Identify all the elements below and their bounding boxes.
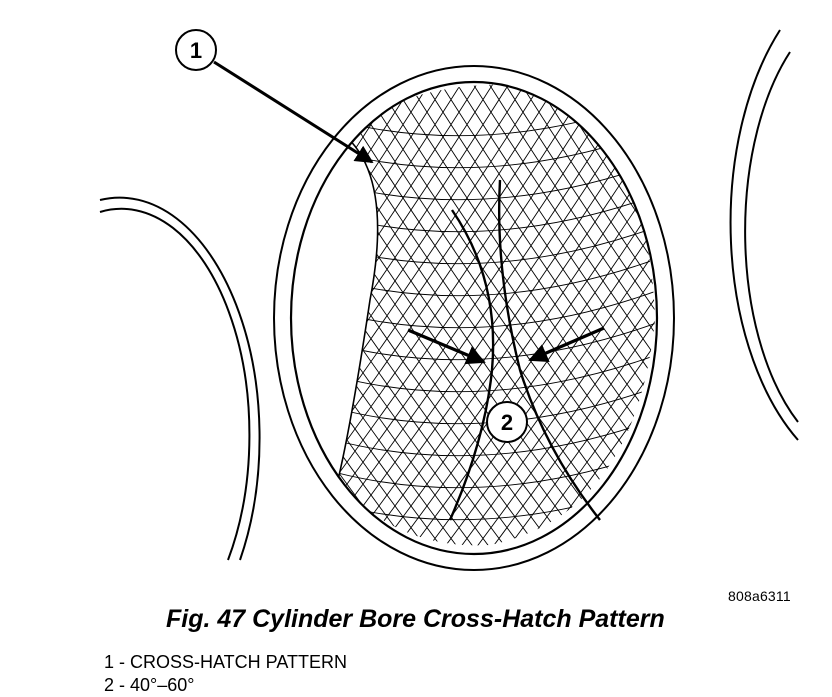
hatch-stroke: [338, 84, 557, 546]
hatch-stroke: [338, 84, 397, 546]
hatch-stroke: [714, 60, 832, 580]
hatch-stroke: [338, 84, 541, 546]
hatch-stroke: [338, 84, 573, 546]
hatch-stroke: [473, 84, 655, 546]
hatch-stroke: [338, 217, 655, 265]
hatch-stroke: [489, 84, 655, 546]
hatch-stroke: [338, 84, 531, 546]
hatch-stroke: [355, 84, 655, 546]
hatch-stroke: [698, 60, 832, 580]
hatch-stroke: [0, 60, 236, 580]
hatch-stroke: [585, 84, 655, 546]
hatch-stroke: [515, 84, 655, 546]
hatch-stroke: [0, 60, 332, 580]
hatch-stroke: [483, 84, 655, 546]
figure-caption: Fig. 47 Cylinder Bore Cross-Hatch Patter…: [166, 605, 665, 633]
cross-hatch-pattern: [0, 60, 832, 580]
hatch-stroke: [338, 84, 499, 546]
hatch-stroke: [338, 84, 365, 546]
hatch-stroke: [569, 84, 655, 546]
hatch-stroke: [338, 84, 445, 546]
hatch-stroke: [499, 84, 655, 546]
hatch-stroke: [441, 84, 655, 546]
hatch-stroke: [563, 84, 655, 546]
hatch-stroke: [419, 84, 655, 546]
hatch-stroke: [338, 249, 655, 297]
legend: 1 - CROSS-HATCH PATTERN 2 - 40°–60°: [104, 651, 347, 697]
hatch-stroke: [521, 84, 655, 546]
hatch-stroke: [338, 409, 655, 457]
hatch-stroke: [338, 84, 483, 546]
hatch-stroke: [338, 84, 435, 546]
hatch-stroke: [425, 84, 655, 546]
legend-item-1: 1 - CROSS-HATCH PATTERN: [104, 652, 348, 672]
hatch-stroke: [338, 84, 605, 546]
callout-2-label: 2: [501, 410, 513, 435]
hatch-stroke: [553, 84, 655, 546]
hatch-stroke: [338, 84, 627, 546]
hatch-stroke: [361, 84, 655, 546]
hatch-stroke: [531, 84, 655, 546]
hatch-stroke: [338, 84, 611, 546]
hatch-stroke: [339, 84, 655, 546]
legend-item-2: 2 - 40°–60°: [104, 675, 195, 695]
cylinder-bore: [273, 65, 675, 571]
hatch-stroke: [338, 84, 477, 546]
hatch-stroke: [467, 84, 655, 546]
hatch-stroke: [338, 473, 655, 521]
adjacent-bore-left: [99, 196, 261, 561]
hatch-stroke: [377, 84, 655, 546]
hatch-stroke: [0, 60, 316, 580]
callout-1: 1: [175, 29, 374, 164]
hatch-stroke: [403, 84, 655, 546]
cylinder-bore-illustration: 1 2: [0, 29, 832, 580]
hatch-stroke: [338, 84, 595, 546]
hatch-stroke: [601, 84, 655, 546]
hatch-stroke: [338, 84, 451, 546]
hatch-stroke: [633, 84, 655, 546]
callout-1-label: 1: [190, 38, 202, 63]
hatch-stroke: [338, 84, 461, 546]
hatch-stroke: [505, 84, 655, 546]
hatch-stroke: [547, 84, 655, 546]
hatch-stroke: [682, 60, 832, 580]
callout-2: 2: [407, 326, 605, 443]
hatch-stroke: [371, 84, 655, 546]
hatch-stroke: [338, 84, 579, 546]
hatch-stroke: [338, 84, 419, 546]
hatch-stroke: [338, 84, 413, 546]
hatch-stroke: [409, 84, 655, 546]
hatch-stroke: [537, 84, 655, 546]
hatch-stroke: [435, 84, 655, 546]
hatch-stroke: [666, 60, 832, 580]
hatch-stroke: [393, 84, 655, 546]
crossing-angle-lines: [448, 179, 601, 521]
hatch-stroke: [617, 84, 655, 546]
hatch-stroke: [338, 84, 381, 546]
adjacent-bore-right: [729, 29, 799, 441]
hatch-stroke: [0, 60, 268, 580]
hatch-stroke: [338, 84, 621, 546]
figure-code: 808a6311: [728, 588, 791, 604]
hatch-stroke: [338, 84, 349, 546]
hatch-stroke: [338, 84, 429, 546]
hatch-stroke: [338, 84, 493, 546]
hatch-stroke: [451, 84, 655, 546]
hatch-stroke: [387, 84, 655, 546]
hatch-stroke: [338, 84, 403, 546]
hatch-stroke: [0, 60, 252, 580]
hatch-stroke: [338, 84, 467, 546]
hatch-stroke: [338, 84, 515, 546]
hatch-stroke: [457, 84, 655, 546]
